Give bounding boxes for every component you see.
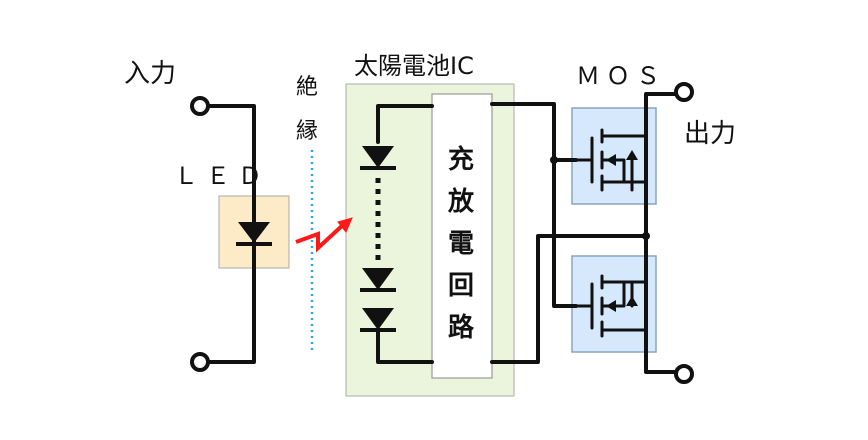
light-arrow-icon <box>295 217 353 253</box>
charge-circuit-char-2: 放 <box>447 186 475 217</box>
led-label: ＬＥＤ <box>174 162 270 190</box>
input-label: 入力 <box>124 59 176 89</box>
insulation-label-bottom: 縁 <box>296 119 318 144</box>
output-wire <box>644 92 680 374</box>
charge-circuit-char-3: 電 <box>448 229 474 259</box>
output-terminal-bottom-icon <box>674 364 694 384</box>
solar-ic-label: 太陽電池IC <box>354 52 474 80</box>
gate-wire <box>490 102 578 308</box>
solar-wire-top <box>376 104 434 144</box>
mosfet-bottom-icon <box>574 274 648 338</box>
input-terminal-bottom-icon <box>190 352 210 372</box>
charge-circuit-char-1: 充 <box>448 144 474 175</box>
charge-circuit-char-4: 回 <box>448 271 474 301</box>
insulation-label-top: 絶 <box>296 75 318 100</box>
output-label: 出力 <box>684 119 736 149</box>
led-diode-icon <box>236 222 272 246</box>
solar-diode-middle-icon <box>360 268 396 292</box>
mosfet-top-icon <box>574 128 648 192</box>
solar-diode-top-icon <box>360 146 396 170</box>
solar-diode-bottom-icon <box>360 308 396 332</box>
output-terminal-top-icon <box>674 82 694 102</box>
source-wire <box>490 234 648 364</box>
charge-discharge-box <box>431 93 493 379</box>
charge-circuit-char-5: 路 <box>448 312 475 343</box>
gate-junction-icon <box>550 156 558 164</box>
input-terminal-top-icon <box>190 96 210 116</box>
solar-wire-bottom <box>376 330 434 364</box>
mos-label: ＭＯＳ <box>576 62 666 90</box>
